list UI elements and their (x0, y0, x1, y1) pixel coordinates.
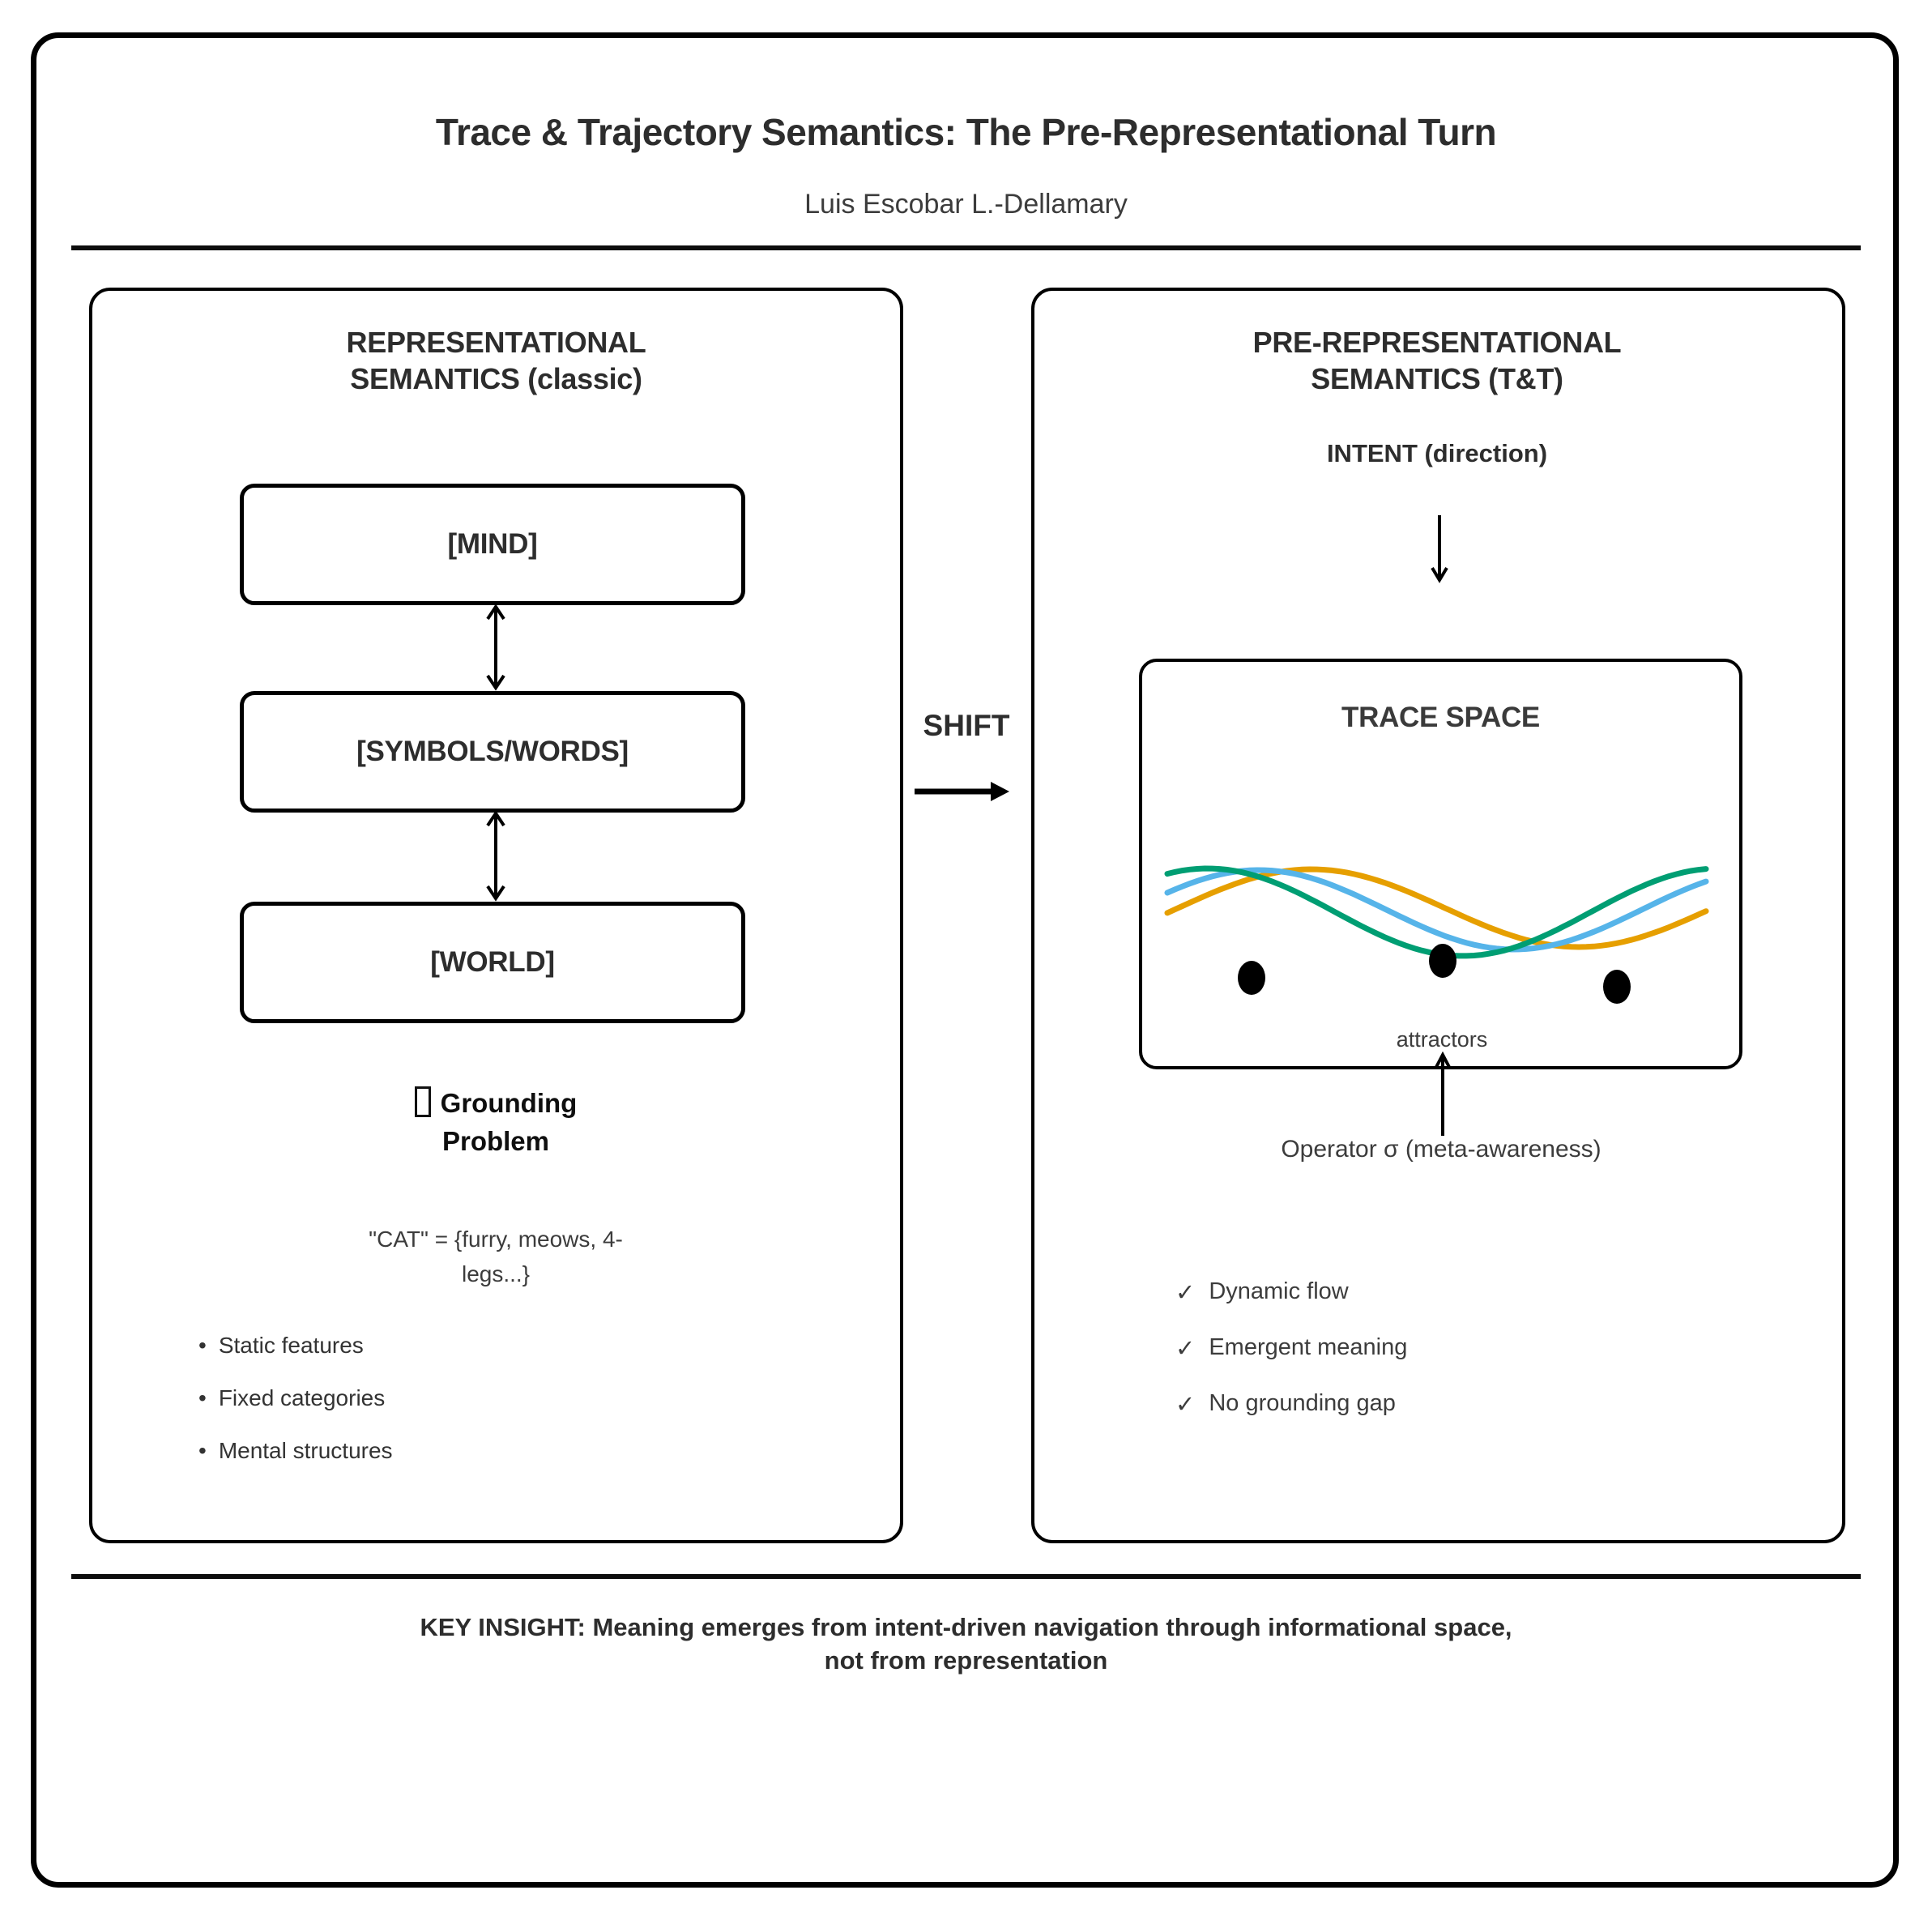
trace-space-box (1139, 659, 1742, 1069)
check-list: ✓ Dynamic flow ✓ Emergent meaning ✓ No g… (1175, 1278, 1661, 1446)
check-icon: ✓ (1175, 1336, 1196, 1362)
check-label: Emergent meaning (1209, 1334, 1408, 1360)
trace-curves-plot (1164, 865, 1709, 1004)
trace-blue (1164, 867, 1709, 953)
bottom-divider (71, 1574, 1861, 1579)
trace-space-title: TRACE SPACE (1341, 702, 1540, 733)
symbols-box-label: [SYMBOLS/WORDS] (356, 736, 629, 767)
attractor-dot (1429, 944, 1456, 978)
bullet-list: • Static features • Fixed categories • M… (198, 1333, 603, 1491)
operator-label: Operator σ (meta-awareness) (1281, 1136, 1601, 1163)
world-box-label: [WORLD] (430, 946, 555, 978)
intent-arrow-icon (1431, 515, 1448, 583)
bullet-label: Static features (218, 1333, 364, 1358)
shift-arrow-icon (915, 782, 1009, 801)
bullet-icon: • (198, 1333, 207, 1358)
left-panel-header-line2: SEMANTICS (classic) (350, 362, 642, 395)
bullet-label: Mental structures (218, 1438, 393, 1463)
check-item: ✓ Emergent meaning (1175, 1334, 1661, 1390)
bullet-item: • Fixed categories (198, 1385, 603, 1438)
double-arrow-icon (486, 810, 505, 902)
key-insight-line1: KEY INSIGHT: Meaning emerges from intent… (420, 1613, 1512, 1641)
left-panel-header-line1: REPRESENTATIONAL (346, 326, 646, 359)
right-panel-header-line2: SEMANTICS (T&T) (1311, 362, 1563, 395)
missing-glyph-icon (414, 1086, 431, 1117)
diagram-subtitle: Luis Escobar L.-Dellamary (804, 189, 1128, 220)
attractor-dot (1603, 970, 1631, 1004)
double-arrow-icon (486, 604, 505, 691)
top-divider (71, 245, 1861, 250)
outer-border (31, 32, 1899, 1888)
key-insight: KEY INSIGHT: Meaning emerges from intent… (0, 1611, 1932, 1677)
check-item: ✓ No grounding gap (1175, 1390, 1661, 1446)
bullet-item: • Mental structures (198, 1438, 603, 1491)
check-item: ✓ Dynamic flow (1175, 1278, 1661, 1334)
attractors-arrow-icon (1434, 1052, 1452, 1136)
check-icon: ✓ (1175, 1280, 1196, 1306)
bullet-label: Fixed categories (218, 1385, 386, 1410)
check-label: No grounding gap (1209, 1390, 1396, 1416)
intent-label: INTENT (direction) (1326, 439, 1548, 467)
bullet-icon: • (198, 1385, 207, 1410)
grounding-note: Grounding Problem (374, 1084, 617, 1160)
bullet-icon: • (198, 1438, 207, 1463)
right-panel-header: PRE-REPRESENTATIONAL SEMANTICS (T&T) (1031, 324, 1843, 397)
check-icon: ✓ (1175, 1392, 1196, 1418)
shift-label: SHIFT (923, 709, 1010, 742)
bullet-item: • Static features (198, 1333, 603, 1385)
check-label: Dynamic flow (1209, 1278, 1349, 1304)
world-box: [WORLD] (240, 902, 745, 1023)
attractors-label: attractors (1396, 1027, 1488, 1052)
key-insight-line2: not from representation (824, 1646, 1108, 1675)
symbols-box: [SYMBOLS/WORDS] (240, 691, 745, 813)
mind-box: [MIND] (240, 484, 745, 605)
grounding-label: Grounding Problem (440, 1088, 578, 1156)
right-panel-header-line1: PRE-REPRESENTATIONAL (1252, 326, 1622, 359)
cat-example: "CAT" = {furry, meows, 4-legs...} (369, 1227, 623, 1286)
mind-box-label: [MIND] (447, 528, 538, 560)
left-panel-header: REPRESENTATIONAL SEMANTICS (classic) (89, 324, 903, 397)
diagram-title: Trace & Trajectory Semantics: The Pre-Re… (435, 111, 1497, 153)
attractor-dot (1238, 961, 1265, 995)
